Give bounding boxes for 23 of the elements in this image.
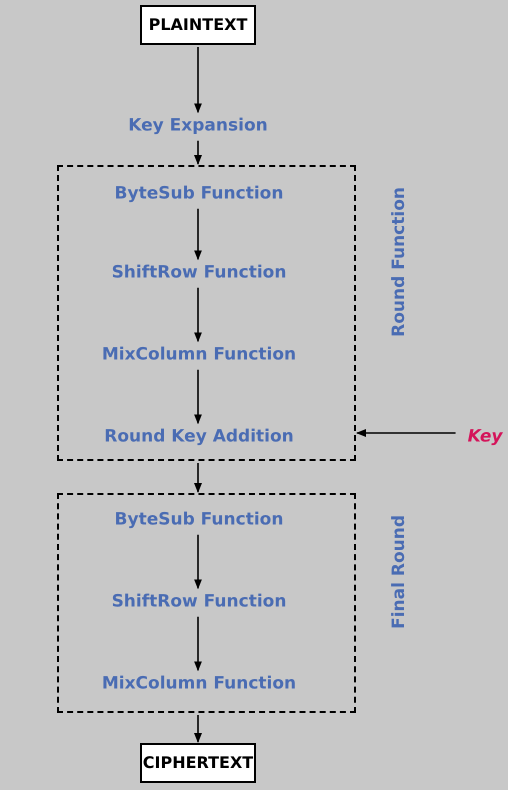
step-label: ShiftRow Function (112, 589, 286, 615)
step-label: ShiftRow Function (112, 260, 286, 286)
arrow (356, 429, 456, 437)
terminal-box: PLAINTEXT (140, 5, 256, 45)
step-label: MixColumn Function (102, 342, 296, 368)
group-heading: Final Round (388, 515, 410, 629)
step-label: Key Expansion (128, 113, 268, 139)
arrow (194, 463, 202, 493)
arrow (194, 616, 202, 672)
arrow (194, 208, 202, 260)
step-label: ByteSub Function (114, 507, 284, 533)
step-label: Round Key Addition (104, 424, 294, 450)
step-label: MixColumn Function (102, 671, 296, 697)
arrow (194, 534, 202, 590)
arrow (194, 288, 202, 342)
arrow (194, 47, 202, 114)
arrow (194, 715, 202, 743)
arrow (194, 140, 202, 165)
key-label: Key (468, 424, 502, 450)
step-label: ByteSub Function (114, 181, 284, 207)
arrow (194, 370, 202, 424)
terminal-box: CIPHERTEXT (140, 743, 256, 783)
group-heading: Round Function (388, 187, 410, 337)
